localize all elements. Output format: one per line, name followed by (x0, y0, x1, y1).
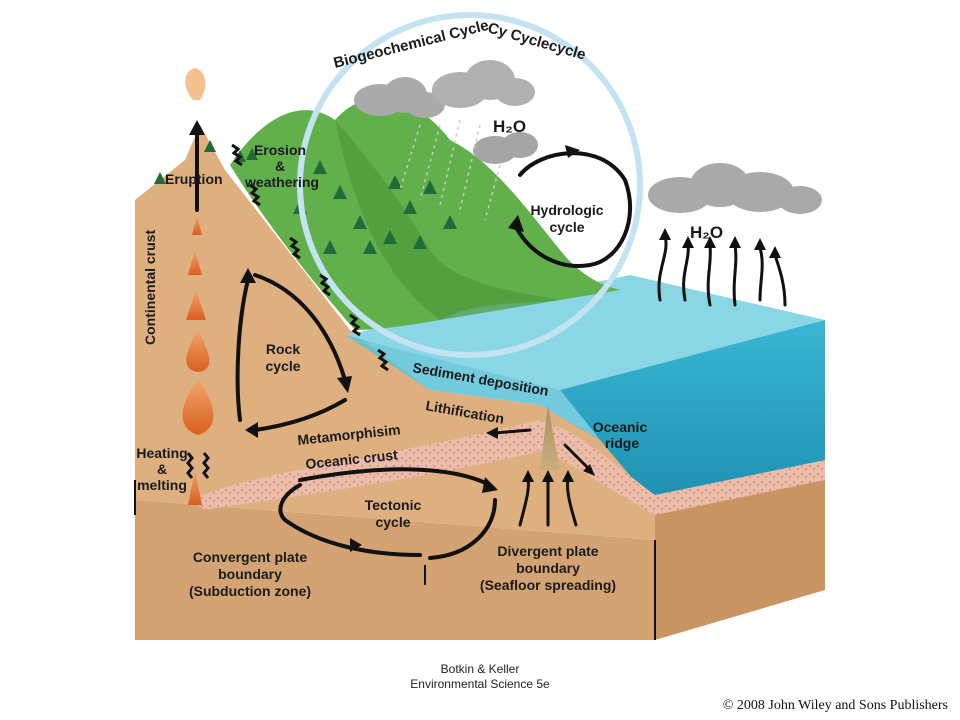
mountain (230, 98, 620, 331)
heating-arrows (186, 452, 210, 479)
oceanic-crust-band (190, 420, 655, 515)
continental-crust-label: Continental crust (142, 230, 158, 345)
rock-cycle-arrows (235, 268, 352, 438)
cloud-middle (473, 132, 538, 164)
h2o-right-label: H₂O (690, 223, 723, 242)
crust-front-face (135, 500, 655, 640)
crust-side-face (655, 470, 825, 640)
erosion-label: Erosion (254, 142, 306, 158)
rock-cycle-label: cycle (265, 358, 300, 374)
seafloor-spreading-label: (Seafloor spreading) (480, 577, 616, 593)
divergent-label: Divergent plate (497, 543, 598, 559)
ocean-front (345, 335, 600, 440)
ocean-side (560, 320, 825, 505)
magma-column (182, 68, 214, 505)
biogeochemical-circle (297, 12, 643, 358)
eruption-arrowhead (189, 120, 205, 135)
credit-authors: Botkin & Keller (440, 662, 520, 676)
credit-book: Environmental Science 5e (410, 677, 550, 691)
source-credit: Botkin & Keller Environmental Science 5e (380, 662, 580, 692)
eruption-label: Eruption (165, 171, 223, 187)
oceanic-ridge-ridge-label: ridge (605, 435, 639, 451)
hydrologic-label: Hydrologic (530, 202, 603, 218)
weathering-label: weathering (244, 174, 319, 190)
divergent-arrows (486, 427, 595, 527)
convergent-boundary-label: boundary (218, 566, 282, 582)
h2o-top-label: H₂O (493, 117, 526, 136)
melting-label: melting (137, 477, 187, 493)
tectonic-cycle-label: cycle (375, 514, 410, 530)
hydrologic-cycle-arrow (513, 151, 632, 268)
hydrologic-cycle-label: cycle (549, 219, 584, 235)
heating-label: Heating (136, 445, 187, 461)
cloud-top-left (354, 77, 445, 118)
convergent-label: Convergent plate (193, 549, 308, 565)
oceanic-ridge-plume (540, 405, 560, 470)
tectonic-cycle-arrows (278, 467, 498, 560)
hydrologic-arrowhead-1 (565, 145, 580, 158)
copyright-notice: © 2008 John Wiley and Sons Publishers (722, 698, 948, 713)
hydrologic-arrowhead-2 (508, 215, 524, 232)
oceanic-crust-side (655, 460, 825, 515)
heating-amp-label: & (157, 461, 167, 477)
mountain-shade (335, 120, 560, 320)
ocean-surface (345, 275, 825, 390)
evaporation-arrows (657, 228, 787, 307)
cloud-right (648, 163, 822, 214)
subduction-zone-label: (Subduction zone) (189, 583, 311, 599)
erosion-amp-label: & (275, 158, 285, 174)
tectonic-label: Tectonic (365, 497, 422, 513)
divergent-boundary-label: boundary (516, 560, 580, 576)
erosion-arrows (231, 143, 389, 372)
cloud-top-right (432, 60, 535, 108)
rock-label: Rock (266, 341, 300, 357)
rain (399, 119, 501, 221)
oceanic-ridge-label: Oceanic (593, 419, 648, 435)
